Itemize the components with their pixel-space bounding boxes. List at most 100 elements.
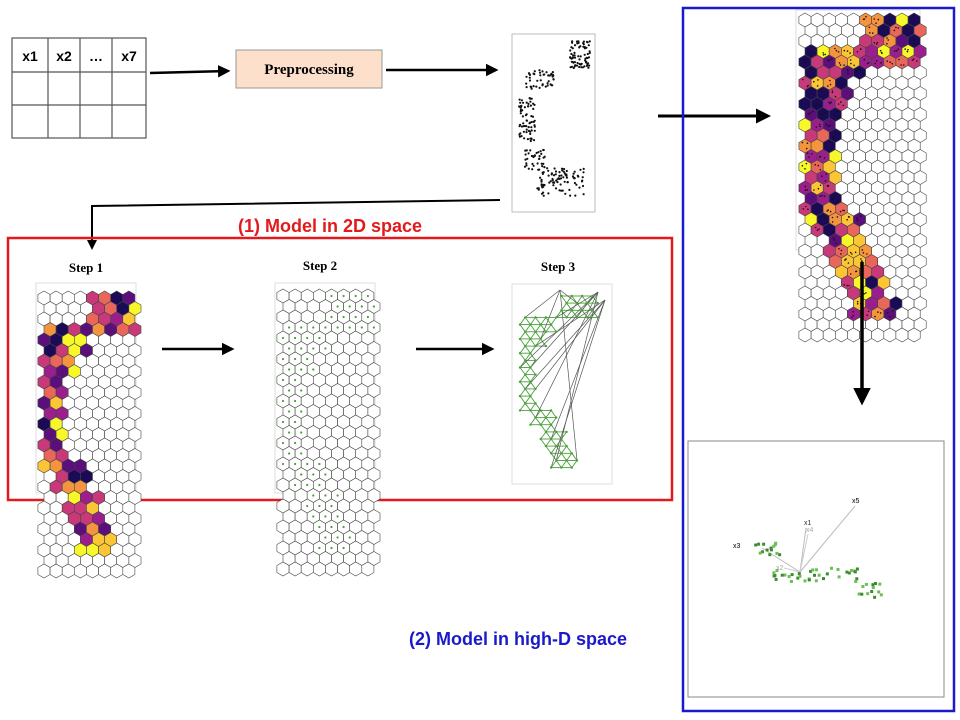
mesh-edge <box>524 374 531 383</box>
data-point <box>852 310 854 313</box>
scatter-point <box>526 157 529 160</box>
data-point <box>860 260 863 262</box>
data-point <box>818 123 821 126</box>
scatter-point <box>546 84 549 87</box>
data-point <box>843 64 845 66</box>
projection-point <box>778 553 782 557</box>
scatter-point <box>554 173 557 176</box>
scatter-point <box>532 72 535 75</box>
projection-point <box>860 592 864 596</box>
scatter-point <box>587 66 590 69</box>
data-point <box>836 200 839 203</box>
data-point <box>826 210 828 212</box>
projection-point <box>807 578 811 582</box>
scatter-point <box>578 65 581 69</box>
mesh-edge <box>540 324 547 333</box>
scatter-point <box>538 71 542 74</box>
scatter-point <box>580 66 583 69</box>
data-point <box>831 90 834 92</box>
scatter-point <box>538 157 541 160</box>
scatter-point <box>524 158 527 161</box>
scatter-point <box>529 104 533 107</box>
hex-centroid <box>318 525 321 529</box>
scatter-point <box>525 128 528 131</box>
hex-centroid <box>312 347 315 350</box>
scatter-point <box>554 187 558 190</box>
mesh-node <box>570 294 573 298</box>
mesh-node <box>534 330 537 333</box>
data-point <box>829 79 831 82</box>
input-table: x1 x2 … x7 <box>11 37 147 139</box>
mesh-edge <box>586 310 593 318</box>
mesh-edge <box>545 410 552 418</box>
data-point <box>805 147 808 150</box>
hex-centroid <box>288 410 291 413</box>
mesh-edge <box>566 295 573 304</box>
hex-centroid <box>312 515 315 518</box>
scatter-point <box>583 53 586 56</box>
hex-centroid <box>306 357 309 361</box>
data-point <box>807 113 810 115</box>
mesh-edge <box>561 438 567 447</box>
mesh-node <box>555 444 558 448</box>
data-point <box>840 253 842 255</box>
mesh-edge <box>524 395 531 404</box>
data-point <box>825 123 828 126</box>
scatter-point <box>569 56 572 59</box>
data-point <box>829 102 831 105</box>
hex-centroid <box>294 378 297 382</box>
mesh-node <box>544 316 548 319</box>
projection-point <box>813 573 816 577</box>
hex-centroid <box>330 504 333 508</box>
data-point <box>850 62 852 65</box>
hex-centroid <box>348 536 351 539</box>
scatter-point <box>523 165 527 168</box>
data-point <box>854 251 857 254</box>
data-point <box>847 262 850 264</box>
mesh-edge <box>540 331 547 340</box>
scatter-point <box>518 133 521 136</box>
data-point <box>845 258 847 260</box>
data-point <box>848 284 850 287</box>
scatter-point <box>530 129 533 132</box>
mesh-edge <box>550 424 557 433</box>
data-point <box>828 59 831 62</box>
mesh-node <box>555 430 558 434</box>
hex-centroid <box>336 515 339 518</box>
mesh-node <box>524 359 527 362</box>
projection-point <box>854 580 858 583</box>
data-point <box>911 59 914 61</box>
data-point <box>827 59 829 61</box>
scatter-point <box>552 78 555 81</box>
mesh-node <box>575 316 579 319</box>
scatter-point <box>520 99 524 102</box>
data-point <box>856 303 859 305</box>
data-point <box>916 60 918 62</box>
projection-point <box>797 572 801 576</box>
step-3-label: Step 3 <box>541 259 576 274</box>
scatter-point <box>587 56 591 59</box>
projection-point <box>809 569 813 573</box>
scatter-point <box>573 56 577 59</box>
hex-centroid <box>281 441 285 445</box>
scatter-point <box>587 44 590 47</box>
hex-centroid <box>342 546 345 550</box>
mesh-node <box>580 309 584 312</box>
hex-centroid <box>306 336 309 340</box>
data-point <box>856 50 859 53</box>
hex-centroid <box>300 326 303 329</box>
mesh-edge <box>561 453 567 461</box>
mesh-edge <box>540 424 547 433</box>
scatter-point <box>578 186 581 189</box>
projection-point <box>769 546 773 550</box>
arrow-table-to-preprocessing <box>149 65 231 78</box>
data-point <box>903 64 905 66</box>
scatter-point <box>522 130 526 133</box>
data-point <box>808 156 810 158</box>
mesh-edge <box>519 381 526 390</box>
mesh-edge <box>545 317 552 325</box>
scatter-point <box>585 46 588 49</box>
scatter-point <box>571 41 574 44</box>
scatter-point <box>523 106 527 109</box>
scatter-point <box>532 155 535 158</box>
